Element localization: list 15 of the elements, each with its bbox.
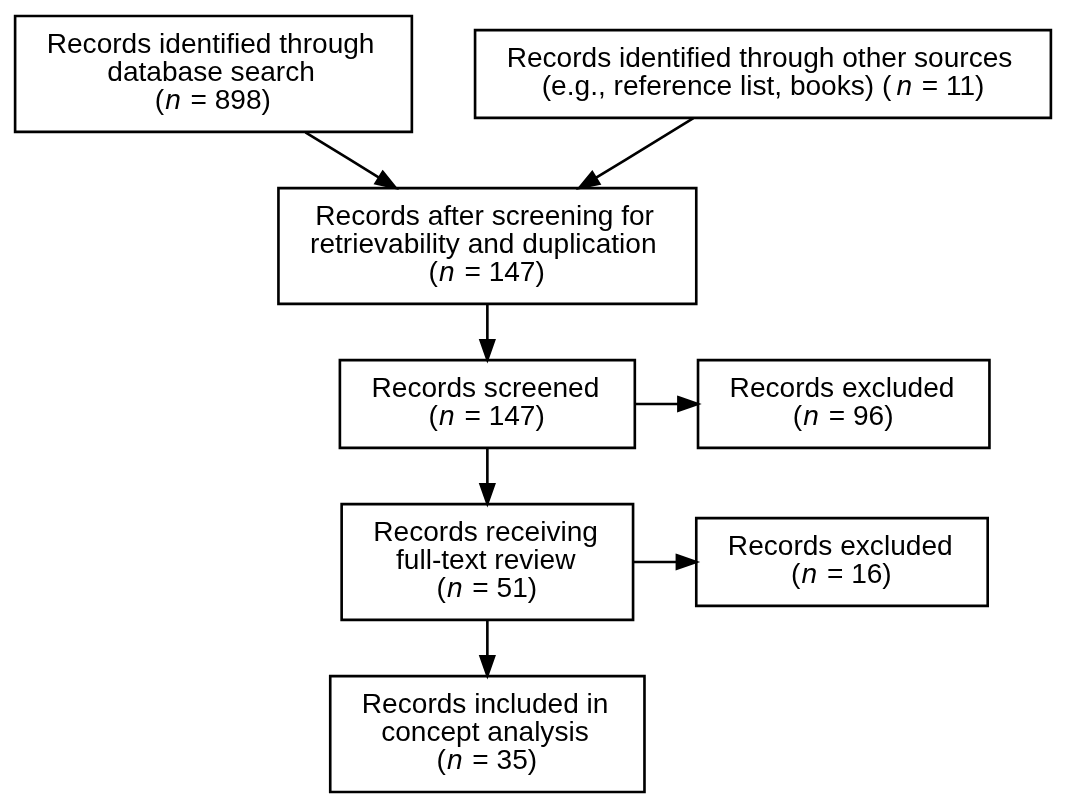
node-box: Records receiving full-text review (n = 51): [340, 502, 635, 621]
node-box: Records excluded (n = 16): [694, 516, 989, 607]
node-box: Records excluded (n = 96): [696, 358, 991, 449]
arrow: [575, 116, 695, 190]
arrow: [304, 130, 400, 190]
arrow: [478, 447, 496, 508]
node-box: Records included in concept analysis (n = 35): [328, 674, 646, 793]
node-box: Records screened (n = 147): [338, 358, 637, 449]
arrow: [634, 394, 702, 413]
node-box: Records after screening for retrievability and duplication (n = 147): [277, 186, 698, 305]
arrow: [478, 619, 496, 680]
node-box: Records identified through database search (n = 898): [13, 14, 414, 133]
arrow: [633, 552, 701, 571]
arrow: [478, 303, 496, 364]
node-box: Records identified through other sources (e.g., reference list, books) (n = 11): [473, 28, 1053, 119]
